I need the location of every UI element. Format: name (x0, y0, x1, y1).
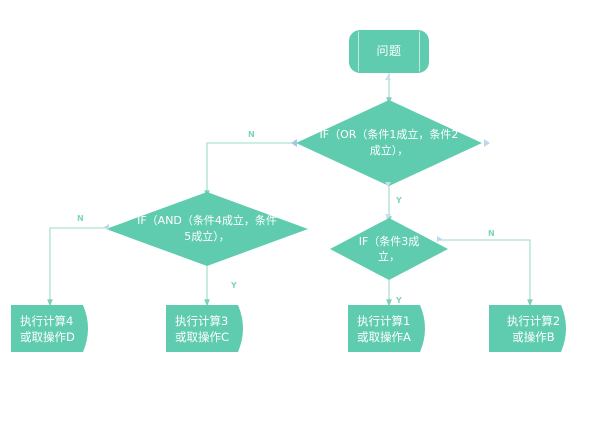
edge-label-cond-3-y: Y (396, 296, 403, 305)
banner-shape (489, 305, 566, 352)
node-cond-3[interactable]: IF（条件3成立， (330, 218, 448, 280)
connector-handle-cond-3-right[interactable] (437, 236, 442, 242)
node-cond-or-label: IF（OR（条件1成立，条件2成立）， (319, 128, 459, 157)
banner-shape (11, 305, 88, 352)
edge-label-cond-and-y: Y (231, 281, 238, 290)
node-cond-and-label: IF（AND（条件4成立，条件5成立）， (137, 214, 277, 243)
edge-label-cond-or-y: Y (396, 196, 403, 205)
connector-handle-cond-or-bottom[interactable] (385, 182, 391, 187)
node-act-c[interactable]: 执行计算3 或取操作C (166, 305, 251, 352)
edge-label-cond-and-n: N (77, 214, 84, 223)
connector-handle-cond-3-top[interactable] (385, 214, 391, 219)
diamond-shape (106, 192, 308, 266)
edge-cond-or-to-cond-and (204, 142, 308, 198)
terminator-shape (349, 30, 429, 73)
edge-label-cond-or-n: N (248, 130, 255, 139)
diamond-shape (296, 100, 482, 186)
node-act-a[interactable]: 执行计算1 或取操作A (348, 305, 433, 352)
connector-handle-cond-or-left[interactable] (291, 139, 297, 147)
banner-shape (348, 305, 425, 352)
edge-cond-3-to-act-b (440, 239, 533, 307)
node-act-b-label: 执行计算2 或操作B (506, 313, 561, 344)
node-act-d-label: 执行计算4 或取操作D (20, 313, 75, 344)
node-act-a-label: 执行计算1 或取操作A (357, 313, 411, 344)
node-start[interactable]: 问题 (349, 30, 429, 73)
node-act-b[interactable]: 执行计算2 或操作B (489, 305, 574, 352)
edge-label-cond-3-n: N (488, 229, 495, 238)
node-cond-3-label: IF（条件3成立， (358, 235, 420, 263)
connector-handle-top[interactable] (385, 75, 391, 80)
diamond-shape (330, 218, 448, 280)
node-act-c-label: 执行计算3 或取操作C (175, 313, 230, 344)
node-cond-and[interactable]: IF（AND（条件4成立，条件5成立）， (106, 192, 308, 266)
connector-handle-cond-and-left[interactable] (104, 224, 109, 230)
node-act-d[interactable]: 执行计算4 或取操作D (11, 305, 96, 352)
node-cond-or[interactable]: IF（OR（条件1成立，条件2成立）， (296, 100, 482, 186)
banner-shape (166, 305, 243, 352)
edge-cond-and-to-act-d (47, 227, 108, 307)
connector-handle-right[interactable] (484, 139, 490, 147)
node-start-label: 问题 (376, 44, 402, 58)
